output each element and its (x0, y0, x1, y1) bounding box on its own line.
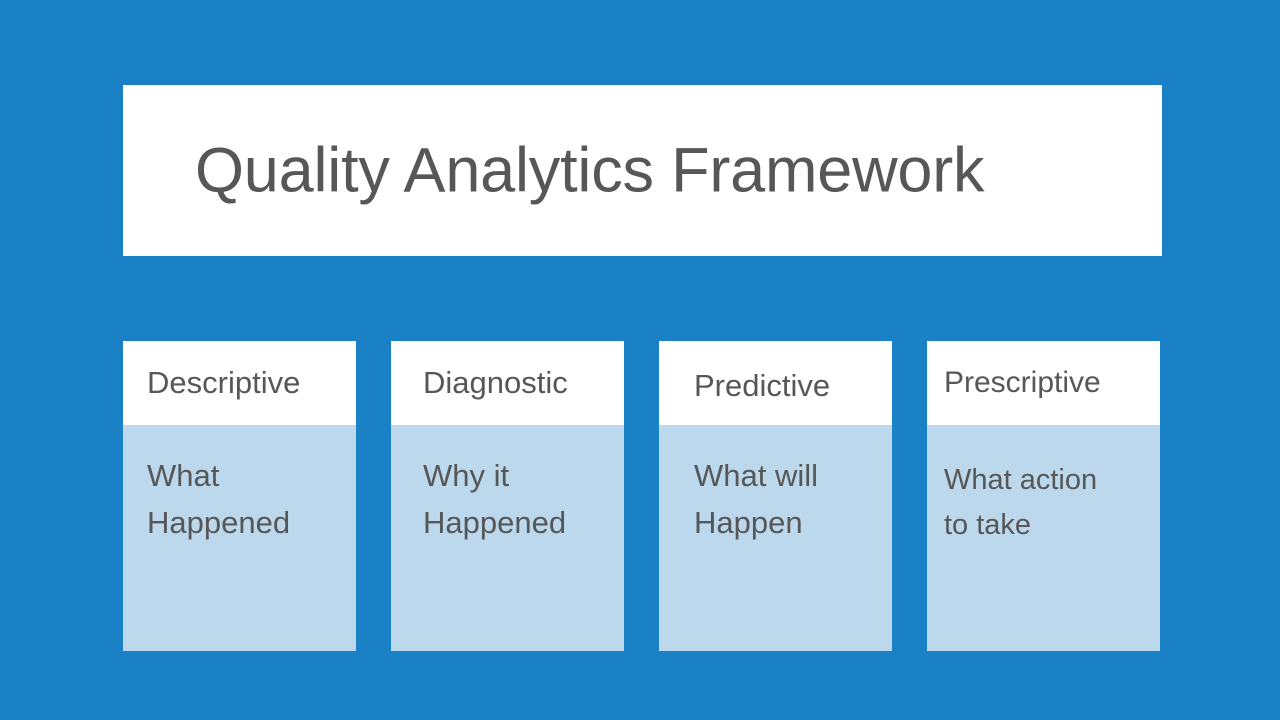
card-predictive-title: Predictive (694, 367, 831, 403)
card-diagnostic-description: Why it Happened (423, 458, 567, 540)
card-diagnostic-title: Diagnostic (423, 364, 568, 400)
card-prescriptive-body: What action to take (927, 425, 1160, 651)
card-prescriptive-title: Prescriptive (944, 366, 1101, 400)
card-diagnostic[interactable]: Diagnostic Why it Happened (391, 341, 624, 651)
card-predictive-body: What will Happen (659, 425, 892, 651)
page-title: Quality Analytics Framework (195, 134, 985, 205)
card-prescriptive[interactable]: Prescriptive What action to take (927, 341, 1160, 651)
card-descriptive-header: Descriptive (123, 341, 356, 425)
card-descriptive-description: What Happened (147, 458, 291, 540)
card-descriptive[interactable]: Descriptive What Happened (123, 341, 356, 651)
card-predictive-description: What will Happen (694, 458, 819, 540)
card-descriptive-title: Descriptive (147, 364, 301, 400)
title-banner: Quality Analytics Framework (123, 85, 1162, 256)
card-predictive-header: Predictive (659, 341, 892, 425)
card-prescriptive-description: What action to take (944, 464, 1098, 541)
card-diagnostic-body: Why it Happened (391, 425, 624, 651)
card-descriptive-body: What Happened (123, 425, 356, 651)
card-diagnostic-header: Diagnostic (391, 341, 624, 425)
analytics-card-row: Descriptive What Happened Diagnostic Why… (123, 341, 1162, 651)
card-predictive[interactable]: Predictive What will Happen (659, 341, 892, 651)
card-prescriptive-header: Prescriptive (927, 341, 1160, 425)
